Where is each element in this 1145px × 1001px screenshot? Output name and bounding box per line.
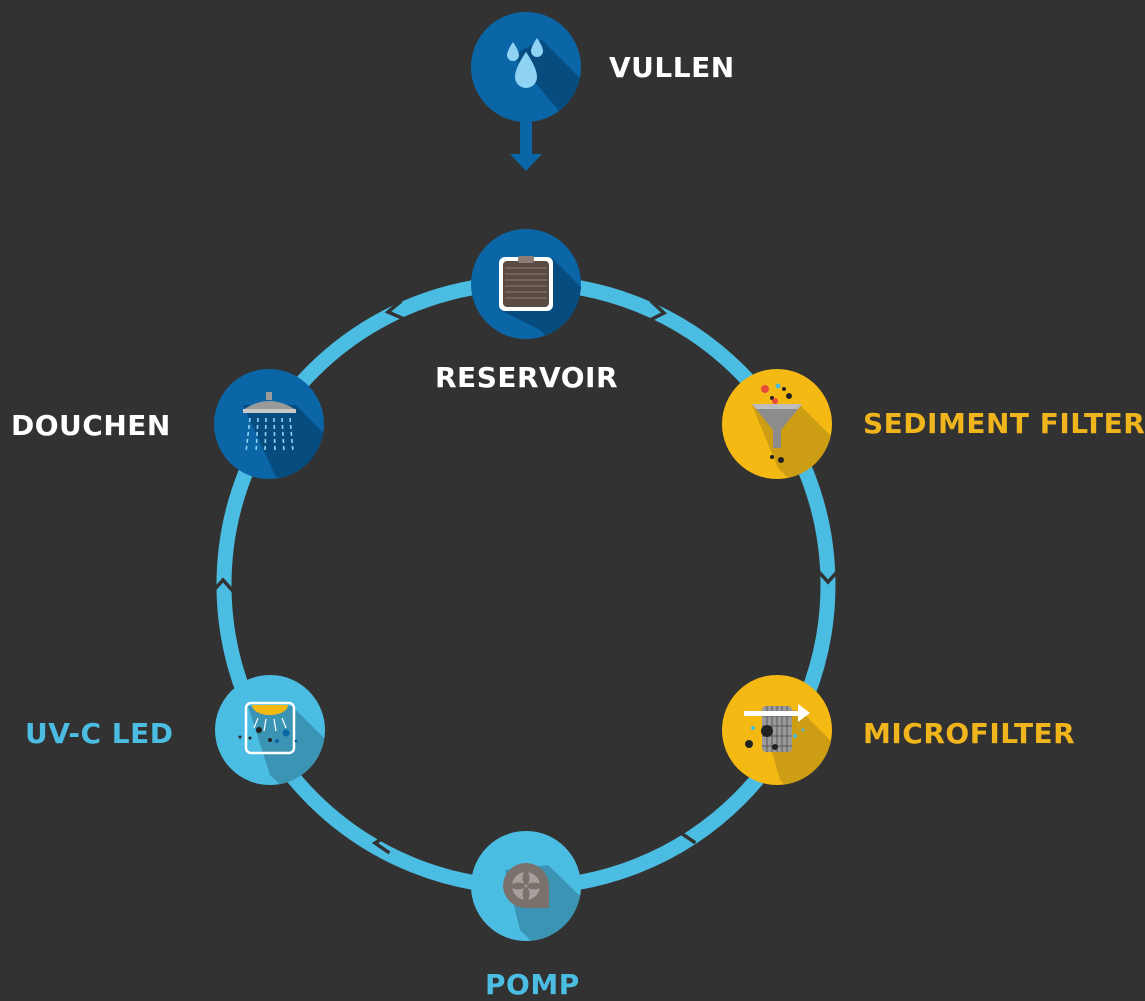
- water-drops-icon: [507, 38, 543, 88]
- node-shower: [214, 369, 324, 479]
- uv-lamp-icon: [238, 701, 298, 755]
- node-reservoir: [471, 229, 581, 339]
- flow-chevron: [816, 569, 840, 585]
- label-pump: POMP: [485, 968, 580, 1001]
- flow-direction-arrows: [211, 299, 840, 855]
- label-fill: VULLEN: [609, 51, 735, 84]
- flow-chevron: [678, 820, 697, 845]
- label-reservoir: RESERVOIR: [435, 361, 618, 394]
- mesh-filter-icon: [744, 704, 810, 752]
- flow-chevron: [647, 299, 668, 323]
- node-fill: [471, 12, 581, 122]
- flow-chevron: [211, 577, 235, 593]
- node-uvc: [215, 675, 325, 785]
- label-uvc: UV-C LED: [25, 717, 174, 750]
- node-microfilter: [722, 675, 832, 785]
- funnel-icon: [752, 383, 802, 463]
- label-shower: DOUCHEN: [11, 409, 171, 442]
- flow-chevron: [384, 299, 405, 321]
- pump-icon: [503, 863, 549, 908]
- node-sediment-filter: [722, 369, 832, 479]
- water-tank-icon: [499, 256, 553, 311]
- shower-head-icon: [243, 392, 296, 453]
- label-microfilter: MICROFILTER: [863, 717, 1076, 750]
- node-pump: [471, 831, 581, 941]
- label-sediment-filter: SEDIMENT FILTER: [863, 407, 1145, 440]
- flow-chevron: [371, 832, 391, 855]
- fill-arrow: [510, 118, 542, 171]
